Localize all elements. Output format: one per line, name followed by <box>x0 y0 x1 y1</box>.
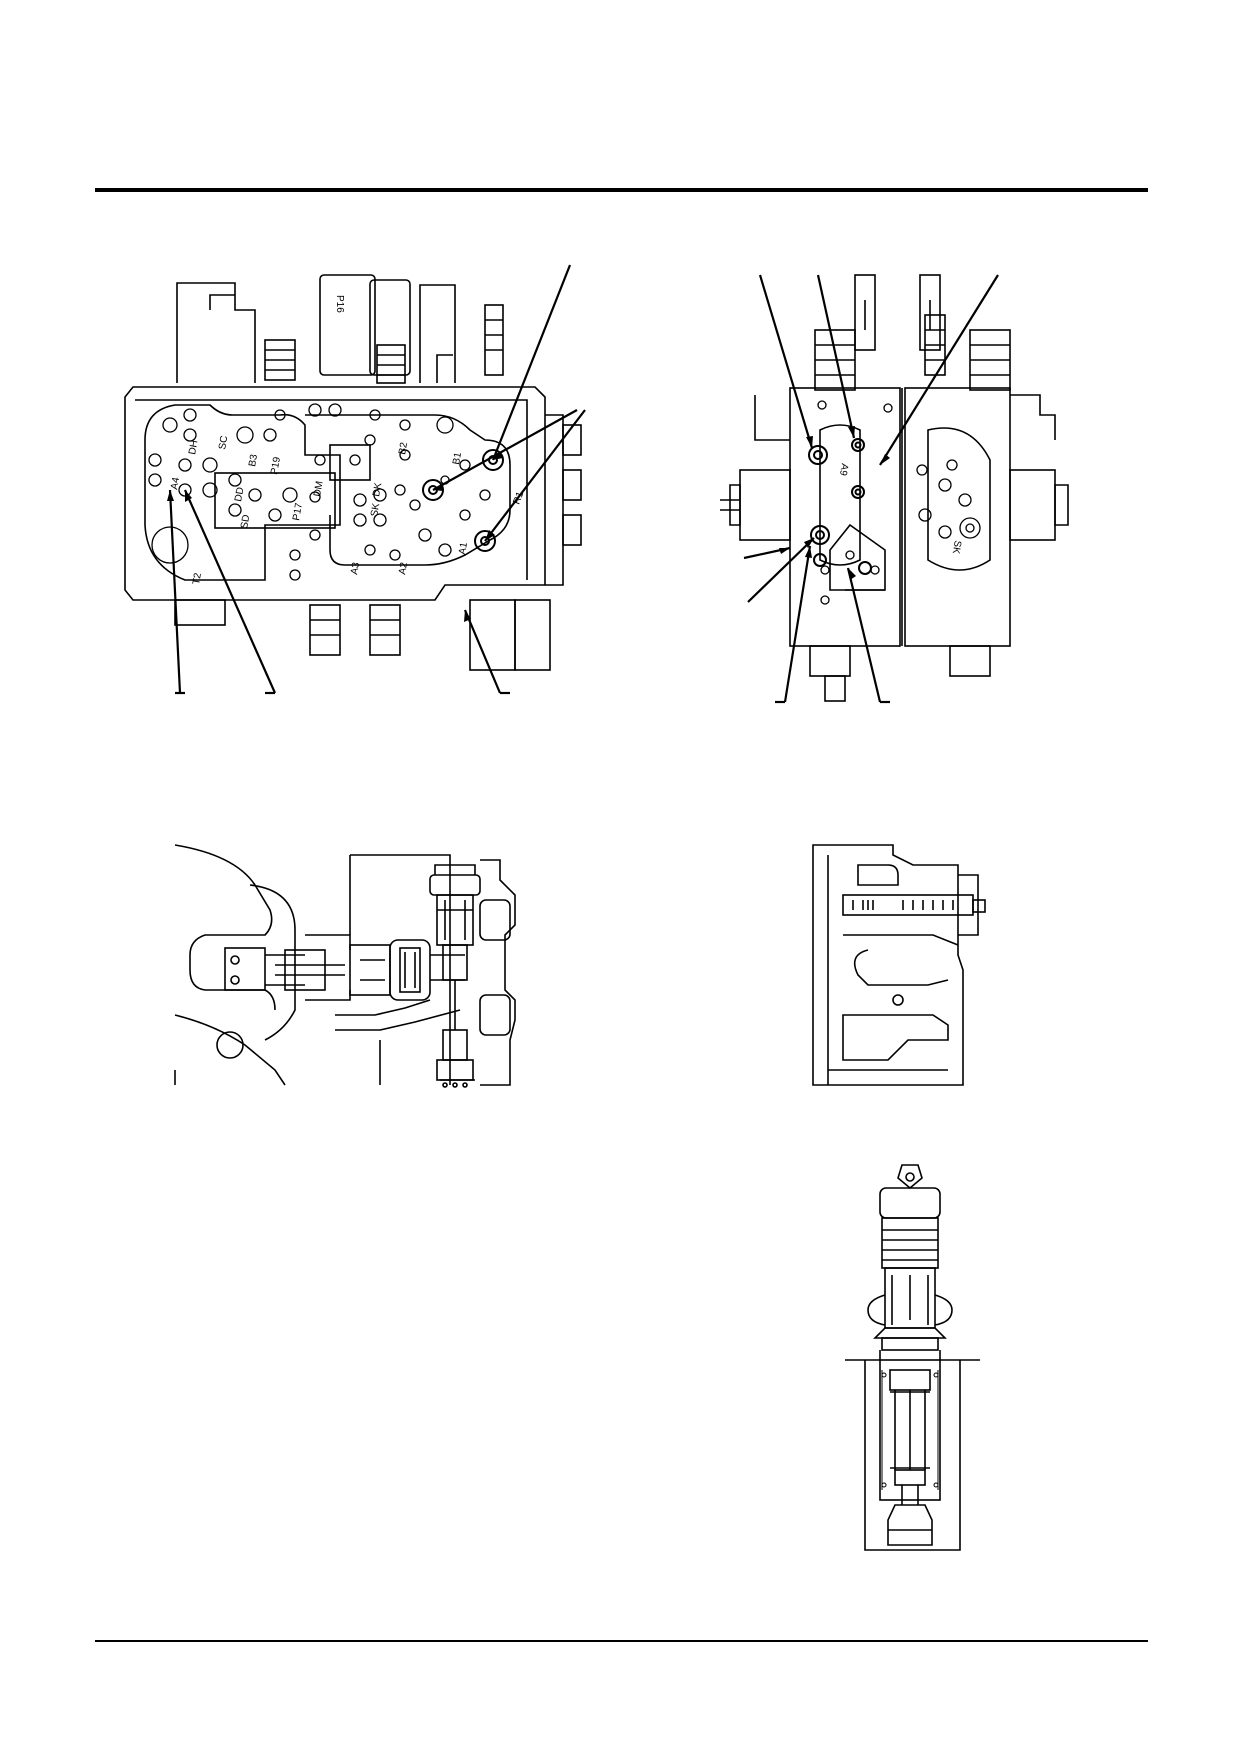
port-label-sk-side: SK <box>950 539 963 554</box>
control-valve-side-view: A9 SK <box>700 270 1110 705</box>
port-label-p17: P17 <box>291 502 305 522</box>
port-label-dh: DH <box>187 439 200 455</box>
port-label-t2: T2 <box>191 572 204 586</box>
port-label-dk: DK <box>371 482 384 498</box>
control-valve-front-view: P16 DH SC B3 P19 DD SD DM P17 B2 SK DK B… <box>115 264 595 705</box>
valve-cross-section <box>174 840 535 1090</box>
port-label-b3: B3 <box>247 453 260 467</box>
port-label-p19: P19 <box>269 456 283 476</box>
port-label-a4: A4 <box>169 476 182 490</box>
port-label-dd: DD <box>233 486 246 502</box>
port-label-sk: SK <box>369 502 382 517</box>
port-label-a9: A9 <box>837 462 850 476</box>
port-label-b2: B2 <box>397 441 410 455</box>
valve-block-side-section <box>808 840 998 1090</box>
port-label-a3: A3 <box>349 561 362 575</box>
port-label-a1: A1 <box>457 541 470 555</box>
port-label-r1: R1 <box>511 490 526 506</box>
port-label-sd: SD <box>239 514 252 530</box>
port-label-p16: P16 <box>334 295 345 313</box>
spool-assembly-section <box>840 1160 990 1560</box>
port-label-b1: B1 <box>451 451 464 465</box>
port-label-sc: SC <box>217 435 230 451</box>
port-label-a2: A2 <box>397 561 410 575</box>
footer-rule <box>95 1640 1148 1642</box>
port-label-dm: DM <box>312 480 326 497</box>
header-rule <box>95 188 1148 192</box>
